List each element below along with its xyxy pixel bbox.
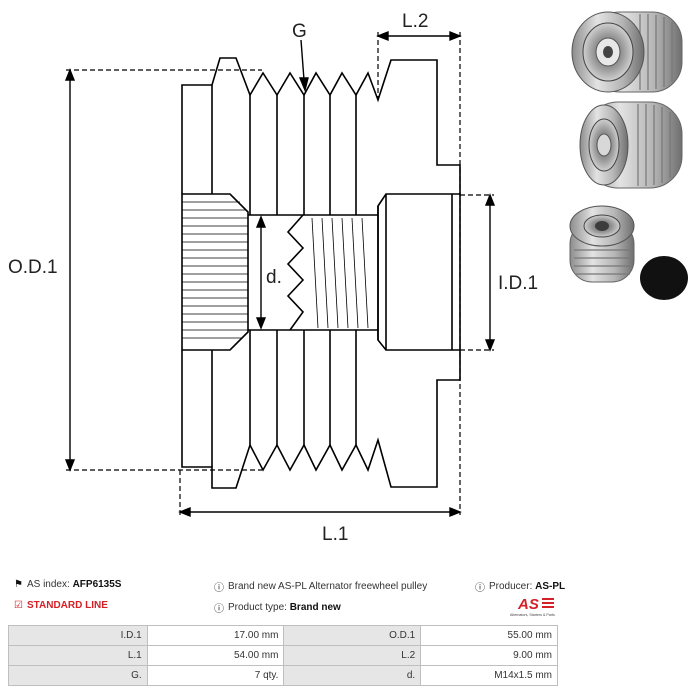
spec-label: d. bbox=[283, 665, 422, 686]
spec-value: 54.00 mm bbox=[146, 645, 285, 666]
as-index: ⚑ AS index: AFP6135S bbox=[14, 579, 121, 590]
product-type-label: Product type: bbox=[228, 602, 287, 613]
producer-value: AS-PL bbox=[535, 581, 566, 592]
spec-label: L.1 bbox=[8, 645, 148, 666]
spec-value: M14x1.5 mm bbox=[420, 665, 558, 686]
spec-label: G. bbox=[8, 665, 148, 686]
info-circle-icon: ⓘ bbox=[214, 583, 224, 594]
standard-line-label: STANDARD LINE bbox=[26, 600, 108, 611]
logo-tagline: Alternators, Starters & Parts bbox=[510, 613, 555, 617]
spec-value: 7 qty. bbox=[146, 665, 285, 686]
label-l2: L.2 bbox=[402, 11, 428, 32]
label-l1: L.1 bbox=[322, 524, 348, 545]
table-row: L.1 54.00 mm L.2 9.00 mm bbox=[8, 645, 558, 666]
pulley-photo-front bbox=[571, 11, 683, 93]
product-type: ⓘ Product type: Brand new bbox=[214, 600, 341, 615]
product-type-value: Brand new bbox=[289, 602, 341, 613]
specs-table: I.D.1 17.00 mm O.D.1 55.00 mm L.1 54.00 … bbox=[8, 625, 558, 686]
pulley-photo-angled bbox=[569, 205, 688, 300]
spec-label: O.D.1 bbox=[283, 625, 422, 646]
info-circle-icon: ⓘ bbox=[475, 583, 485, 594]
label-d: d. bbox=[266, 267, 282, 288]
check-square-icon: ☑ bbox=[14, 600, 23, 611]
spec-value: 55.00 mm bbox=[420, 625, 558, 646]
as-index-label: AS index: bbox=[26, 579, 70, 590]
technical-drawing: G L.2 O.D.1 I.D.1 d. L.1 bbox=[8, 11, 538, 545]
spec-value: 9.00 mm bbox=[420, 645, 558, 666]
producer-label: Producer: bbox=[489, 581, 533, 592]
product-photos bbox=[569, 11, 688, 300]
producer: ⓘ Producer: AS-PL bbox=[475, 579, 565, 594]
dust-cap bbox=[640, 256, 688, 300]
description-text: Brand new AS-PL Alternator freewheel pul… bbox=[228, 581, 428, 592]
info-circle-icon: ⓘ bbox=[214, 604, 224, 615]
standard-line: ☑ STANDARD LINE bbox=[14, 600, 108, 611]
logo-text: AS bbox=[517, 596, 539, 613]
tags-icon: ⚑ bbox=[14, 579, 23, 590]
label-g: G bbox=[292, 21, 307, 42]
label-od1: O.D.1 bbox=[8, 257, 58, 278]
spec-label: I.D.1 bbox=[8, 625, 148, 646]
as-pl-logo: AS Alternators, Starters & Parts bbox=[510, 596, 555, 617]
spec-label: L.2 bbox=[283, 645, 422, 666]
pulley-photo-back bbox=[579, 101, 683, 189]
table-row: I.D.1 17.00 mm O.D.1 55.00 mm bbox=[8, 625, 558, 646]
description: ⓘ Brand new AS-PL Alternator freewheel p… bbox=[214, 579, 427, 594]
label-id1: I.D.1 bbox=[498, 273, 538, 294]
spec-value: 17.00 mm bbox=[146, 625, 285, 646]
table-row: G. 7 qty. d. M14x1.5 mm bbox=[8, 665, 558, 686]
as-index-value: AFP6135S bbox=[72, 579, 122, 590]
